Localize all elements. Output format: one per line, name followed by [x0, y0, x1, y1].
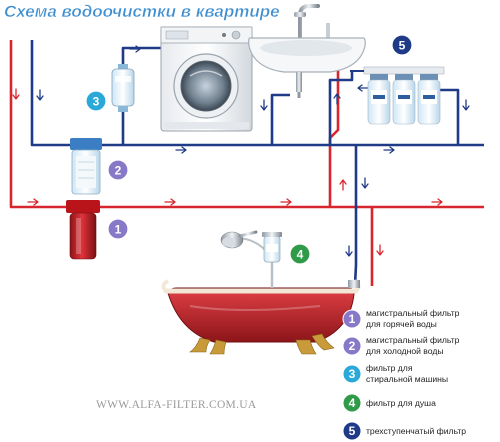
- filter-4-shower: [262, 232, 282, 263]
- hot-flow-arrows: [12, 88, 443, 256]
- badge-3-circle: [85, 90, 107, 112]
- cartridge-2: [392, 74, 416, 125]
- filter-5-three-stage: [350, 66, 445, 125]
- watermark: WWW.ALFA-FILTER.COM.UA: [96, 399, 257, 411]
- badge-4-number: 4: [297, 248, 304, 262]
- diagram-badges: 1 2 3 4 5: [85, 34, 413, 265]
- badge-4-circle: [289, 243, 311, 265]
- filter-3-washing-machine: [111, 64, 135, 112]
- legend-item-2-number: 2: [349, 339, 356, 353]
- badge-5: 5: [391, 34, 413, 56]
- legend-item-5: 5 трехступенчатый фильтр: [342, 421, 466, 441]
- hot-water-pipes: [9, 40, 484, 286]
- filter-1-hot-water: [66, 200, 100, 260]
- legend-item-5-line1: трехступенчатый фильтр: [366, 426, 466, 436]
- badge-1-circle: [107, 218, 129, 240]
- filter-2-cold-water: [70, 138, 102, 195]
- legend-item-4: 4 фильтр для душа: [342, 393, 436, 413]
- cold-flow-arrows: [36, 45, 470, 257]
- cartridge-1: [367, 74, 391, 125]
- wash-basin: [248, 4, 366, 98]
- cartridge-3: [417, 74, 441, 125]
- legend-item-2-line1: магистральный фильтр: [366, 335, 460, 345]
- flow-arrows: [12, 45, 470, 257]
- legend-item-4-number: 4: [349, 396, 356, 410]
- legend-item-2-line2: для холодной воды: [366, 346, 444, 356]
- badge-1-number: 1: [115, 223, 122, 237]
- legend: 1 магистральный фильтр для горячей воды …: [342, 308, 466, 441]
- bathtub-feet: [189, 333, 335, 355]
- badge-3: 3: [85, 90, 107, 112]
- badge-5-circle: [391, 34, 413, 56]
- legend-item-1-number: 1: [349, 312, 356, 326]
- bathtub: [161, 230, 361, 355]
- legend-item-2: 2 магистральный фильтр для холодной воды: [342, 335, 460, 356]
- badge-2: 2: [107, 159, 129, 181]
- legend-item-4-circle: [342, 393, 362, 413]
- badge-3-number: 3: [93, 95, 100, 109]
- legend-item-4-line1: фильтр для душа: [366, 398, 436, 408]
- legend-item-3-line2: стиральной машины: [366, 374, 448, 384]
- page-title: Схема водоочистки в квартире: [4, 2, 280, 21]
- legend-item-1-line1: магистральный фильтр: [366, 308, 460, 318]
- badge-4: 4: [289, 243, 311, 265]
- legend-item-3-circle: [342, 364, 362, 384]
- legend-item-5-circle: [342, 421, 362, 441]
- badge-5-number: 5: [399, 39, 406, 53]
- shower-head: [220, 230, 258, 249]
- legend-item-1-circle: [342, 309, 362, 329]
- legend-item-3-line1: фильтр для: [366, 363, 413, 373]
- legend-item-1-line2: для горячей воды: [366, 319, 437, 329]
- legend-item-1: 1 магистральный фильтр для горячей воды: [342, 308, 460, 329]
- legend-item-5-number: 5: [349, 424, 356, 438]
- washing-machine: [160, 26, 253, 132]
- legend-item-3: 3 фильтр для стиральной машины: [342, 363, 448, 384]
- badge-1: 1: [107, 218, 129, 240]
- legend-item-3-number: 3: [349, 367, 356, 381]
- badge-2-number: 2: [115, 164, 122, 178]
- legend-item-2-circle: [342, 336, 362, 356]
- badge-2-circle: [107, 159, 129, 181]
